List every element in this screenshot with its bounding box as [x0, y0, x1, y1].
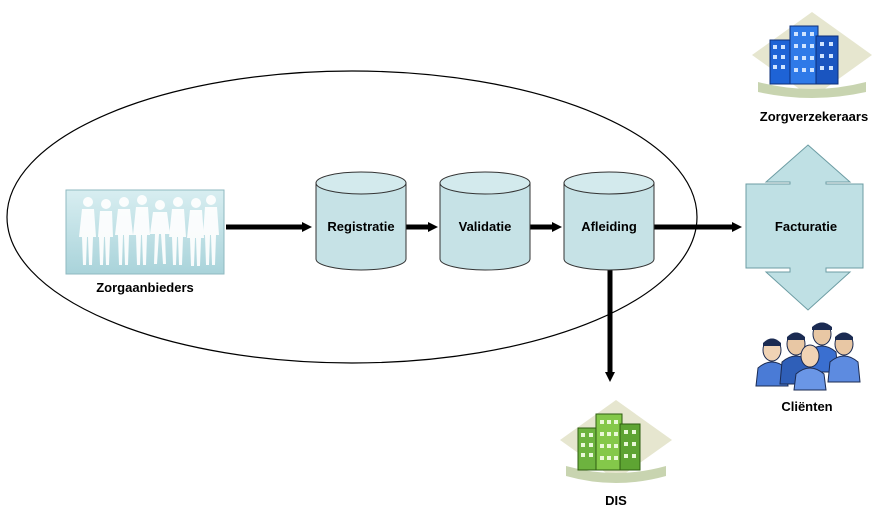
derivation-database: Afleiding [563, 171, 655, 271]
registration-database: Registratie [315, 171, 407, 271]
providers-image [65, 189, 225, 275]
people-silhouettes-icon [79, 195, 219, 266]
clients-people-icon [755, 322, 861, 391]
clients-label: Cliënten [781, 399, 832, 414]
validation-database: Validatie [439, 171, 531, 271]
insurers-label: Zorgverzekeraars [760, 109, 868, 124]
dis-building-icon [560, 400, 672, 483]
validation-label: Validatie [459, 219, 512, 234]
insurers-building-icon [752, 12, 872, 98]
providers-label: Zorgaanbieders [96, 280, 194, 295]
invoicing-label: Facturatie [775, 219, 837, 234]
registration-label: Registratie [327, 219, 394, 234]
dis-label: DIS [605, 493, 627, 508]
system-boundary-ellipse [6, 70, 698, 364]
invoicing-block-arrow: Facturatie [745, 144, 864, 311]
derivation-label: Afleiding [581, 219, 637, 234]
